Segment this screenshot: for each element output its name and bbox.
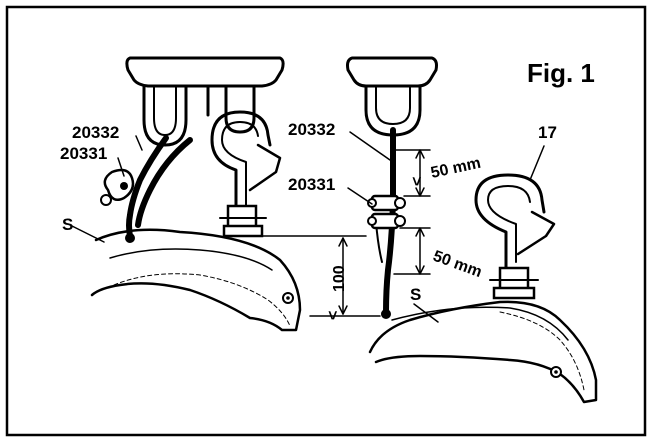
right-hook bbox=[474, 173, 546, 272]
left-machine-body bbox=[90, 228, 302, 332]
left-label-20332: 20332 bbox=[72, 123, 119, 142]
left-hook-inner bbox=[221, 121, 259, 207]
left-hook bbox=[210, 110, 272, 217]
right-view: < 50 mm 50 mm 100 < 20332 20331 bbox=[259, 56, 598, 404]
right-label-s: S bbox=[410, 285, 421, 304]
left-clamp bbox=[103, 168, 135, 201]
dim-top: 50 mm bbox=[429, 155, 482, 182]
figure-title: Fig. 1 bbox=[527, 58, 595, 88]
left-label-s: S bbox=[62, 215, 73, 234]
left-bail-3 bbox=[224, 84, 256, 134]
left-bail-1 bbox=[142, 84, 188, 147]
left-bail-1-inner bbox=[153, 85, 177, 136]
right-label-20332: 20332 bbox=[288, 120, 335, 139]
right-rope-end bbox=[381, 309, 391, 319]
left-mount-plate bbox=[125, 56, 285, 88]
left-label-20331: 20331 bbox=[60, 144, 107, 163]
right-label-17: 17 bbox=[538, 123, 557, 142]
right-hook-latch bbox=[516, 210, 556, 256]
dim-top-sign: < bbox=[409, 177, 426, 186]
dim-bottom: 50 mm bbox=[431, 248, 484, 281]
right-machine-body bbox=[368, 300, 598, 404]
left-hook-latch bbox=[248, 143, 282, 192]
left-rope bbox=[126, 135, 169, 239]
right-label-20331: 20331 bbox=[288, 175, 335, 194]
figure-border bbox=[5, 5, 647, 437]
left-rope-end bbox=[125, 233, 135, 243]
left-view: 20332 20331 S bbox=[60, 56, 302, 332]
left-swivel-base bbox=[222, 224, 264, 238]
left-rope-2 bbox=[135, 137, 193, 228]
right-swivel-base bbox=[492, 286, 536, 300]
dim-height-sign: < bbox=[325, 311, 342, 320]
right-mount-plate bbox=[346, 56, 438, 88]
dim-height: 100 bbox=[331, 265, 348, 292]
